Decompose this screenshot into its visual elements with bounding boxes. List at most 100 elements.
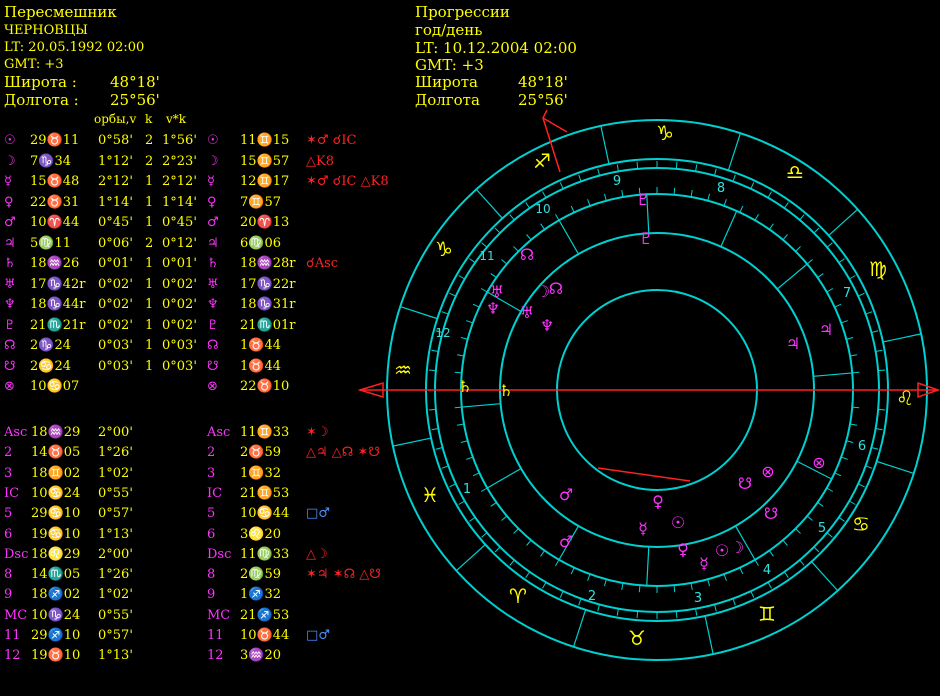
house-cusp [646,194,650,234]
house-label: 6 [4,526,13,542]
planet-position: 18♒26 [30,256,80,271]
planet-orb: 2°12' [98,174,133,189]
tick-mark [509,559,515,566]
planet-orb: 0°06' [98,235,133,251]
dsc-arrow [917,381,940,399]
tick-mark [578,598,582,606]
planet-glyph: ♆ [4,297,16,312]
pisces-sign: ♓ [421,483,439,507]
house-label: MC [4,607,28,623]
planet-vk: 0°02' [162,276,197,292]
tick-mark [841,320,848,324]
sun-glyph: ☉ [671,513,685,532]
tick-mark [707,193,711,201]
tick-mark [875,428,883,431]
tick-mark [513,528,519,534]
tick-mark [540,550,545,557]
tick-mark [570,205,575,213]
tick-mark [466,456,473,460]
tick-mark [570,567,575,575]
house-position: 18♐02 [31,587,81,603]
tick-mark [480,288,488,293]
planet-orb: 0°58' [98,133,133,148]
aries-sign: ♈ [509,584,527,608]
tick-mark [732,598,736,606]
mars-glyph: ♂ [559,485,573,504]
mercury-glyph: ☿ [638,519,648,538]
planet-position: 1♉44 [240,358,281,374]
inner-aspect-line [597,467,691,482]
tick-mark [852,371,860,374]
house-number: 9 [613,174,621,189]
tick-mark [454,371,462,374]
planet-vk: 2°23' [162,153,197,169]
planet-position: 10♈44 [30,215,80,230]
planet-k: 1 [145,256,154,271]
house-cusp [734,525,756,561]
sign-divider [455,544,486,572]
house-label: Asc [207,425,231,440]
house-position: 10♋44 [240,506,290,522]
house-label: 12 [207,648,224,664]
prog-lon-label: Долгота [415,91,480,109]
tick-mark [783,571,789,578]
house-number: 1 [463,482,471,497]
sign-divider [727,133,742,171]
planet-k: 1 [145,317,154,333]
tick-mark [826,242,833,248]
tick-mark [865,311,873,315]
tick-mark [469,516,476,522]
planet-vk: 0°01' [162,256,197,271]
tick-mark [849,423,858,426]
prog-gmt: GMT: +3 [415,56,484,74]
planet-orb: 0°02' [98,276,133,292]
planet-position: 22♉10 [240,379,290,394]
pluto-glyph: ♇ [636,190,650,209]
tick-mark [555,213,560,221]
planet-aspects: ✶♂ ☌IC [306,133,357,148]
tick-mark [456,423,465,426]
planet-position: 2♋24 [30,358,71,374]
jupiter-glyph: ♃ [819,320,833,339]
tick-mark [806,259,813,265]
planet-glyph: ☽ [4,153,16,169]
planet-position: 1♉44 [240,338,281,353]
house-position: 10♋24 [31,485,81,501]
tick-mark [460,336,468,340]
house-cusp [796,460,832,480]
planet-orb: 0°45' [98,215,133,230]
prog-lon-value: 25°56' [518,91,568,109]
planet-position: 15♊57 [240,153,290,169]
planet-glyph: ♅ [207,276,219,292]
planet-position: 5♍11 [30,235,71,251]
planet-orb: 1°14' [98,194,133,210]
house-label: 5 [4,506,13,522]
aquarius-sign: ♒ [394,358,412,382]
planet-k: 1 [145,215,154,230]
planet-vk: 0°02' [162,317,197,333]
house-label: 2 [4,445,13,461]
house-label: 8 [4,567,13,583]
house-aspects: ✶♃ ✶☊ △☋ [306,567,381,583]
neptune-glyph: ♆ [540,316,554,335]
planet-k: 1 [145,338,154,353]
planet-vk: 1°56' [162,133,197,148]
planet-glyph: ☿ [4,174,12,189]
virgo-sign: ♍ [869,257,887,281]
tick-mark [834,303,842,308]
planet-k: 1 [145,194,154,210]
tick-mark [695,164,698,172]
planet-vk: 0°02' [162,297,197,312]
planet-orb: 0°02' [98,297,133,312]
saturn-glyph: ♄ [499,381,513,400]
planet-position: 17♑22r [240,276,296,292]
tick-mark [480,487,488,492]
prog-lt: LT: 10.12.2004 02:00 [415,39,577,57]
tick-mark [675,161,678,169]
house-orb: 0°55' [98,607,133,623]
taurus-sign: ♉ [628,626,646,650]
tick-mark [435,446,443,450]
header-orbs: орбы,v [94,112,137,126]
prog-lat-label: Широта [415,73,478,91]
tick-mark [636,611,639,619]
